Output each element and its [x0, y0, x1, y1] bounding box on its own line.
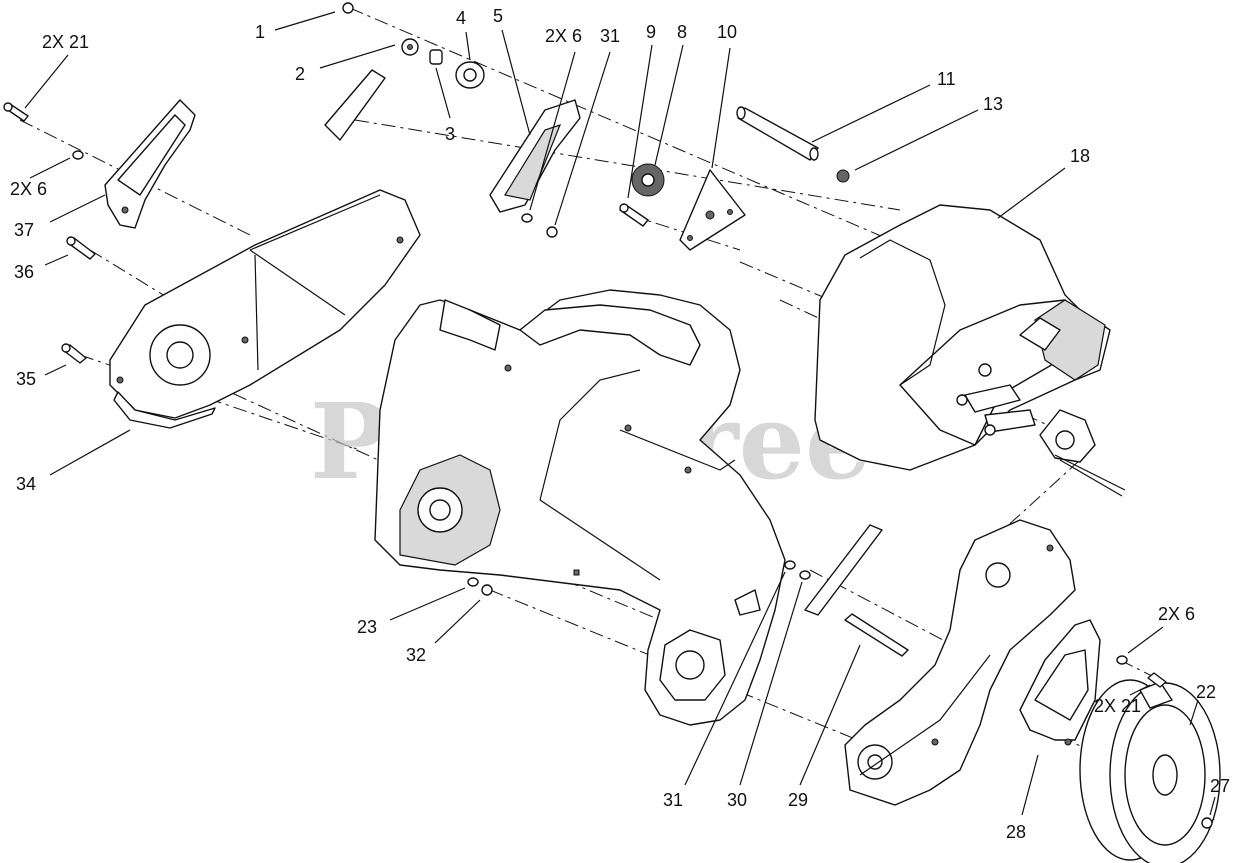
- engine-part: [814, 204, 1126, 497]
- right-side-cover-part: [844, 519, 1076, 806]
- callout-31-bottom: 31: [663, 790, 683, 810]
- callout-18: 18: [1070, 146, 1090, 166]
- callout-2x21-left: 2X 21: [42, 32, 89, 52]
- callout-1: 1: [255, 22, 265, 42]
- callout-8: 8: [677, 22, 687, 42]
- callout-35: 35: [16, 369, 36, 389]
- callout-13: 13: [983, 94, 1003, 114]
- shaft-part: [736, 106, 850, 183]
- right-fasteners: [467, 524, 1167, 688]
- callout-23: 23: [357, 617, 377, 637]
- callout-2x6-right: 2X 6: [1158, 604, 1195, 624]
- auger-housing-part: [374, 289, 786, 726]
- callout-22: 22: [1196, 682, 1216, 702]
- callout-2x21-right: 2X 21: [1094, 696, 1141, 716]
- pulley-plate-part: [1019, 619, 1101, 746]
- gear-sprocket-part: [631, 163, 665, 197]
- wheel-part: [1079, 679, 1221, 863]
- callout-5: 5: [493, 6, 503, 26]
- callout-3: 3: [445, 124, 455, 144]
- callout-30: 30: [727, 790, 747, 810]
- callout-10: 10: [717, 22, 737, 42]
- callout-2x6-left: 2X 6: [10, 179, 47, 199]
- top-small-parts: [324, 2, 746, 251]
- callout-37: 37: [14, 220, 34, 240]
- callout-34: 34: [16, 474, 36, 494]
- callout-32: 32: [406, 645, 426, 665]
- callout-36: 36: [14, 262, 34, 282]
- callout-2: 2: [295, 64, 305, 84]
- left-side-cover-part: [109, 189, 421, 429]
- callout-4: 4: [456, 8, 466, 28]
- callout-31-top: 31: [600, 26, 620, 46]
- callout-2x6-top: 2X 6: [545, 26, 582, 46]
- cover-plate-part: [104, 99, 196, 229]
- callout-leader-lines: [24, 11, 1216, 816]
- callout-11: 11: [937, 69, 956, 89]
- callout-28: 28: [1006, 822, 1026, 842]
- callout-9: 9: [646, 22, 656, 42]
- callout-27: 27: [1210, 776, 1230, 796]
- callout-29: 29: [788, 790, 808, 810]
- left-fasteners: [3, 102, 96, 364]
- callout-labels: 1 2 3 4 5 2X 6 31 9 8 10 11 13 18 2X 21 …: [10, 6, 1230, 842]
